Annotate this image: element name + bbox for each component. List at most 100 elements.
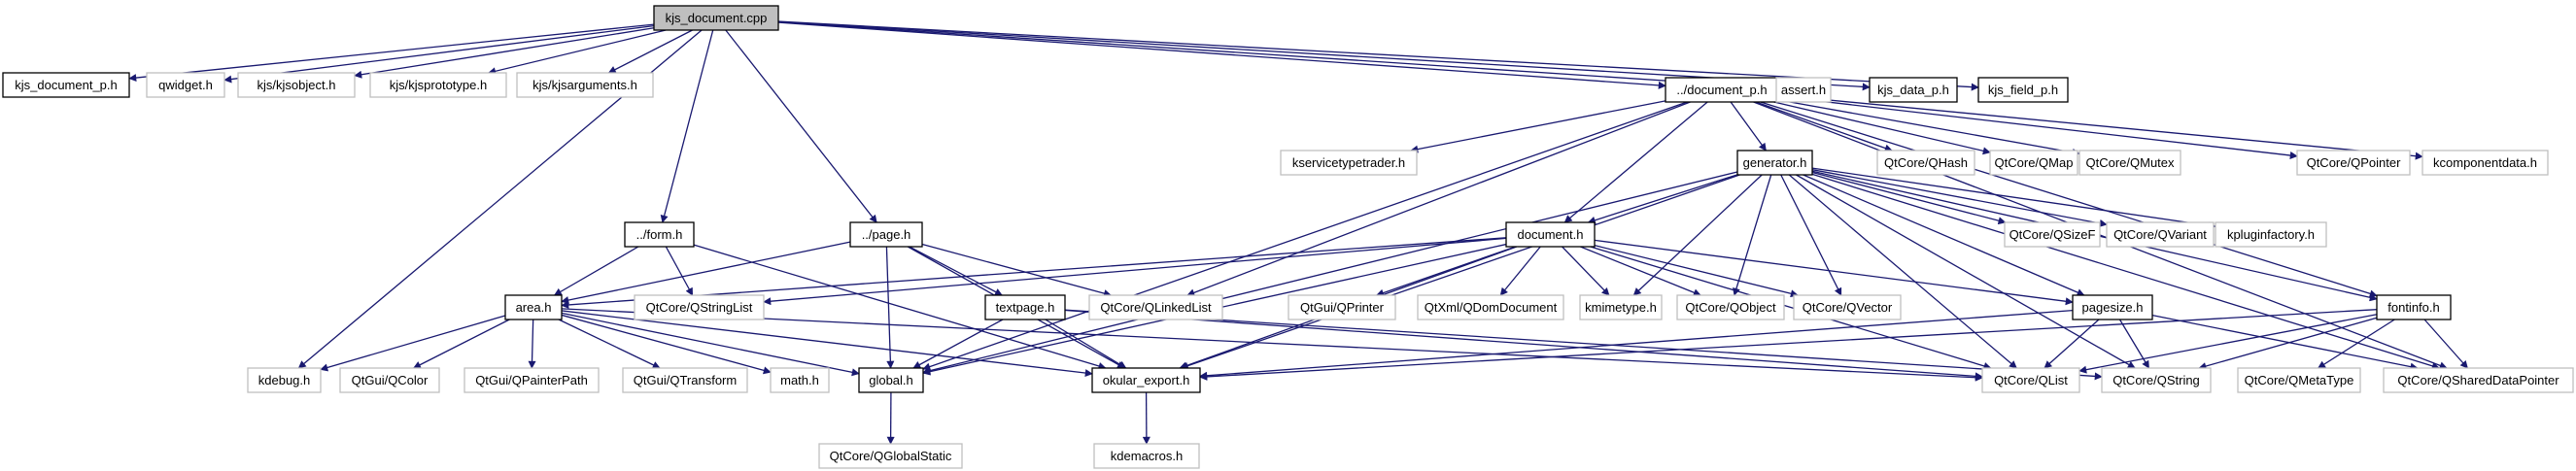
node-form[interactable]: ../form.h [624,221,695,248]
node-qmap: QtCore/QMap [1989,150,2078,176]
node-box [1579,294,1663,320]
node-box [1091,367,1201,393]
edge-line [1499,246,1541,296]
node-label: kjs_data_p.h [1877,83,1949,97]
node-okular_export[interactable]: okular_export.h [1091,367,1201,393]
node-box [2296,150,2411,176]
node-qprinter: QtGui/QPrinter [1288,294,1396,320]
edge-line [1590,246,1992,370]
node-qsizef: QtCore/QSizeF [2004,221,2101,248]
node-label: kjs_field_p.h [1988,83,2058,97]
node-box [369,72,507,98]
node-label: qwidget.h [158,78,213,92]
edge-document-to-qvector [1594,245,1799,298]
node-document[interactable]: document.h [1505,221,1596,248]
node-box [1417,294,1564,320]
node-box [1981,367,2080,393]
node-global[interactable]: global.h [858,367,924,393]
node-qcolor: QtGui/QColor [339,367,440,393]
edge-line [1811,167,2216,230]
edge-area-to-okular_export [561,310,1093,378]
node-textpage[interactable]: textpage.h [984,294,1066,320]
node-label: QtCore/QLinkedList [1100,300,1212,315]
edge-root-to-page [725,29,877,223]
node-label: QtCore/QList [1994,373,2068,387]
node-label: QtCore/QVariant [2113,227,2207,242]
edge-page-to-textpage [909,246,1003,296]
edge-line [1730,101,1767,151]
node-qstring: QtCore/QString [2101,367,2212,393]
node-generator[interactable]: generator.h [1736,150,1813,176]
edge-generator-to-pagesize [1803,174,2085,296]
edge-textpage-to-okular_export [1045,319,1127,369]
node-box [504,294,563,320]
edge-pagesize-to-qshareddatapointer [2151,315,2419,371]
node-label: QtCore/QMutex [2085,155,2175,170]
edge-line [1632,174,1763,296]
node-kjs_data_p[interactable]: kjs_data_p.h [1869,77,1958,103]
node-qobject: QtCore/QObject [1676,294,1785,320]
node-math: math.h [770,367,830,393]
edge-line [1777,95,2298,159]
edge-pagesize-to-okular_export [1199,309,2074,380]
node-box [2421,150,2549,176]
edge-line [921,243,1113,297]
edge-line [2198,317,2378,370]
edge-fontinfo-to-okular_export [1199,309,2378,381]
edge-area-to-qtransform [558,319,661,369]
node-box [2078,150,2181,176]
node-kdemacros: kdemacros.h [1093,443,1200,469]
node-qpainterpath: QtGui/QPainterPath [464,367,600,393]
edge-root-to-kjsobject [354,27,655,79]
edge-line [561,241,851,304]
node-root[interactable]: kjs_document.cpp [653,5,779,31]
node-box [1876,150,1975,176]
node-box [770,367,830,393]
node-box [2215,221,2327,248]
edge-document_p-to-qhash [1755,101,1893,152]
edge-line [128,23,655,83]
node-page[interactable]: ../page.h [849,221,923,248]
edge-document_p-to-qmutex [1777,99,2080,156]
node-pagesize[interactable]: pagesize.h [2072,294,2153,320]
edge-line [2317,319,2395,369]
node-label: QtGui/QTransform [634,373,737,387]
edge-line [1199,309,2378,381]
node-box [1088,294,1223,320]
node-area[interactable]: area.h [504,294,563,320]
edge-line [1594,245,1799,298]
edge-fontinfo-to-qmetatype [2317,319,2395,369]
node-label: kpluginfactory.h [2227,227,2315,242]
node-kjs_field_p[interactable]: kjs_field_p.h [1977,77,2069,103]
edge-line [693,244,1107,370]
node-label: kjs_document.cpp [666,11,768,25]
edge-line [223,24,655,84]
edge-line [561,310,1093,378]
node-box [146,72,225,98]
node-document_p[interactable]: ../document_p.h [1665,77,1779,103]
edge-line [553,246,639,296]
edge-line [1777,94,2423,160]
node-label: QtGui/QPainterPath [475,373,588,387]
node-fontinfo[interactable]: fontinfo.h [2376,294,2452,320]
node-box [1093,443,1200,469]
node-kjs_document_p[interactable]: kjs_document_p.h [2,72,130,98]
edge-generator-to-kmimetype [1632,174,1763,296]
edge-generator-to-qvector [1780,174,1842,296]
node-kcomponentdata: kcomponentdata.h [2421,150,2549,176]
node-label: QtCore/QGlobalStatic [830,449,952,463]
node-label: textpage.h [996,300,1055,315]
node-box [984,294,1066,320]
edge-line [1186,101,1691,297]
edge-document_p-to-qlinkedlist [1186,101,1691,297]
node-box [1288,294,1396,320]
node-qmutex: QtCore/QMutex [2078,150,2181,176]
node-qglobalstatic: QtCore/QGlobalStatic [818,443,963,469]
node-label: global.h [869,373,913,387]
node-box [516,72,654,98]
node-label: assert.h [1781,83,1826,97]
node-label: kdebug.h [258,373,311,387]
edge-line [1788,174,2017,369]
edge-line [1064,309,1983,381]
node-label: generator.h [1743,155,1807,170]
